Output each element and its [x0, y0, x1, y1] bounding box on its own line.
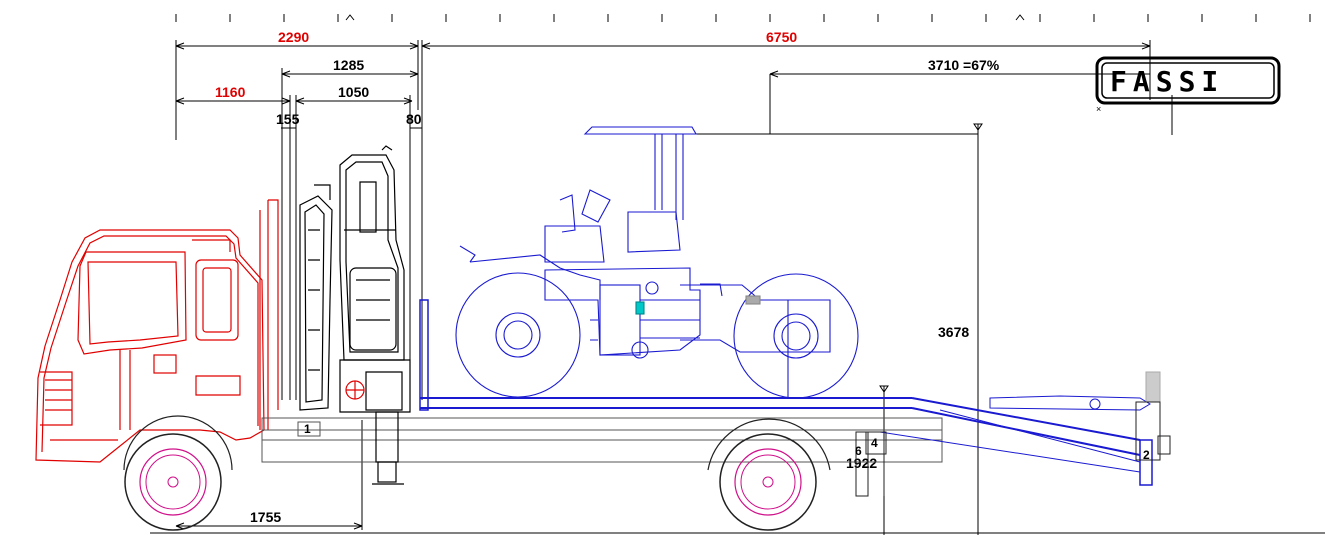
truck-chassis: [261, 417, 943, 463]
dim-1755: 1755: [250, 509, 281, 525]
rear-wheel: [707, 418, 831, 531]
dim-3710: 3710 =67%: [928, 57, 1000, 73]
tag-support-2: 2: [1143, 448, 1150, 462]
dim-80: 80: [406, 111, 422, 127]
dim-1285: 1285: [333, 57, 364, 73]
wheels: [123, 415, 831, 531]
logo-text: FASSI: [1110, 65, 1224, 98]
front-wheel: [123, 415, 233, 531]
rear-support: [855, 371, 1171, 497]
truck-cab: [35, 199, 279, 463]
dim-1922: 1922: [846, 455, 877, 471]
dim-3678: 3678: [938, 324, 969, 340]
dimension-lines: [150, 40, 1325, 535]
crane: [299, 145, 411, 485]
dim-2290: 2290: [278, 29, 309, 45]
tag-support-6: 6: [855, 444, 862, 458]
tag-support-4: 4: [871, 436, 878, 450]
dimension-labels: 2290 6750 1285 3710 =67% 1160 1050 155 8…: [215, 29, 1000, 525]
dim-6750: 6750: [766, 29, 797, 45]
dim-1160: 1160: [215, 84, 246, 100]
top-ruler: [175, 14, 1311, 22]
dim-155: 155: [276, 111, 300, 127]
svg-text:×: ×: [1096, 104, 1101, 114]
carrier-bed: [419, 299, 1153, 486]
support-tags: 1 2 4 6: [304, 422, 1150, 462]
road-roller: [455, 126, 859, 399]
fassi-logo: FASSI ×: [1095, 56, 1281, 114]
tag-support-1: 1: [304, 422, 311, 436]
dim-1050: 1050: [338, 84, 369, 100]
